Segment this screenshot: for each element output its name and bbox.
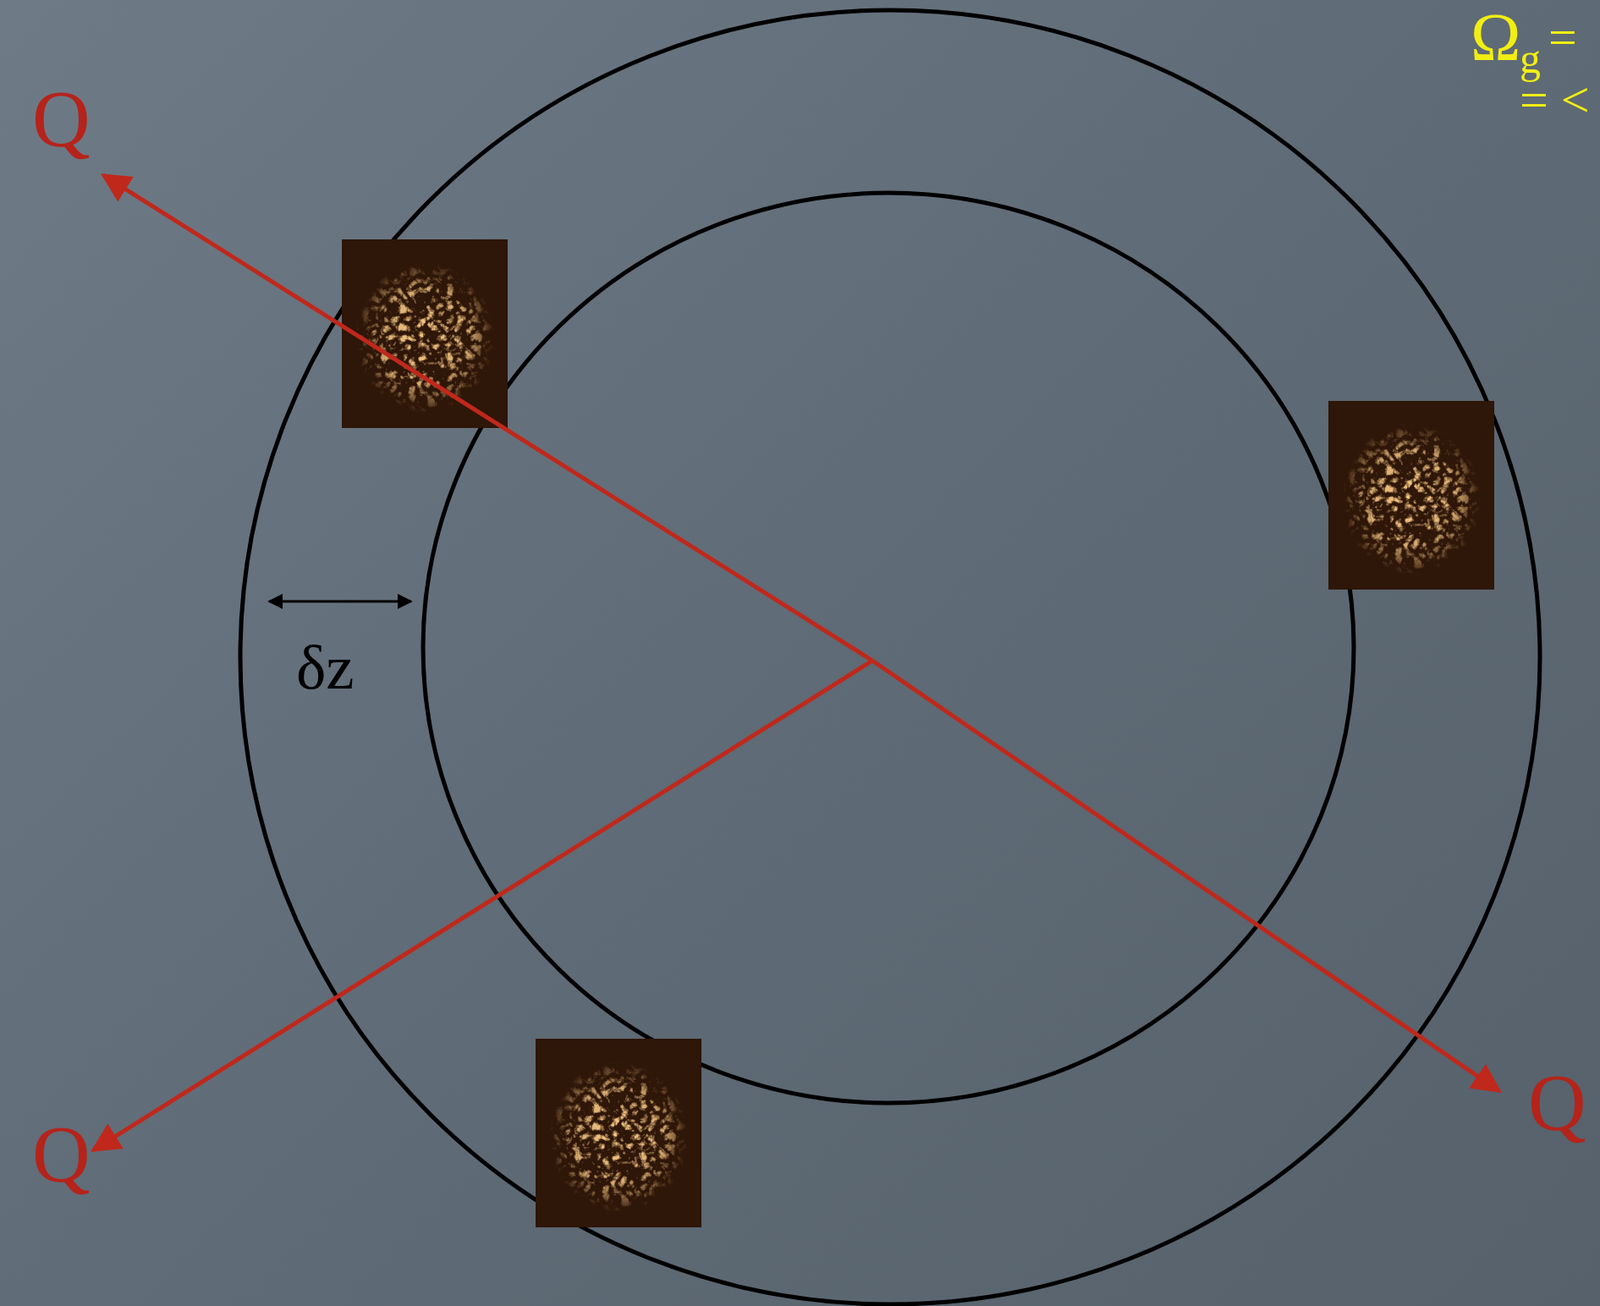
formula-text: = < xyxy=(1519,74,1590,126)
subscript: g xyxy=(1519,37,1541,80)
equals-sign: = xyxy=(1548,11,1578,63)
sightline xyxy=(872,660,1500,1092)
omega-symbol: Ω xyxy=(1470,3,1521,72)
q-label: Q xyxy=(1528,1063,1587,1144)
dimension-label: δz xyxy=(296,635,355,699)
galaxy-image xyxy=(1328,401,1495,590)
q-label: Q xyxy=(32,1115,91,1196)
q-label: Q xyxy=(32,79,91,160)
galaxy-image xyxy=(341,239,508,429)
sightline xyxy=(93,660,873,1151)
inner-shell xyxy=(423,192,1354,1104)
galaxy-image xyxy=(535,1039,702,1228)
dimension-arrow xyxy=(269,600,412,604)
sightline xyxy=(103,175,873,661)
outer-shell xyxy=(240,10,1540,1305)
